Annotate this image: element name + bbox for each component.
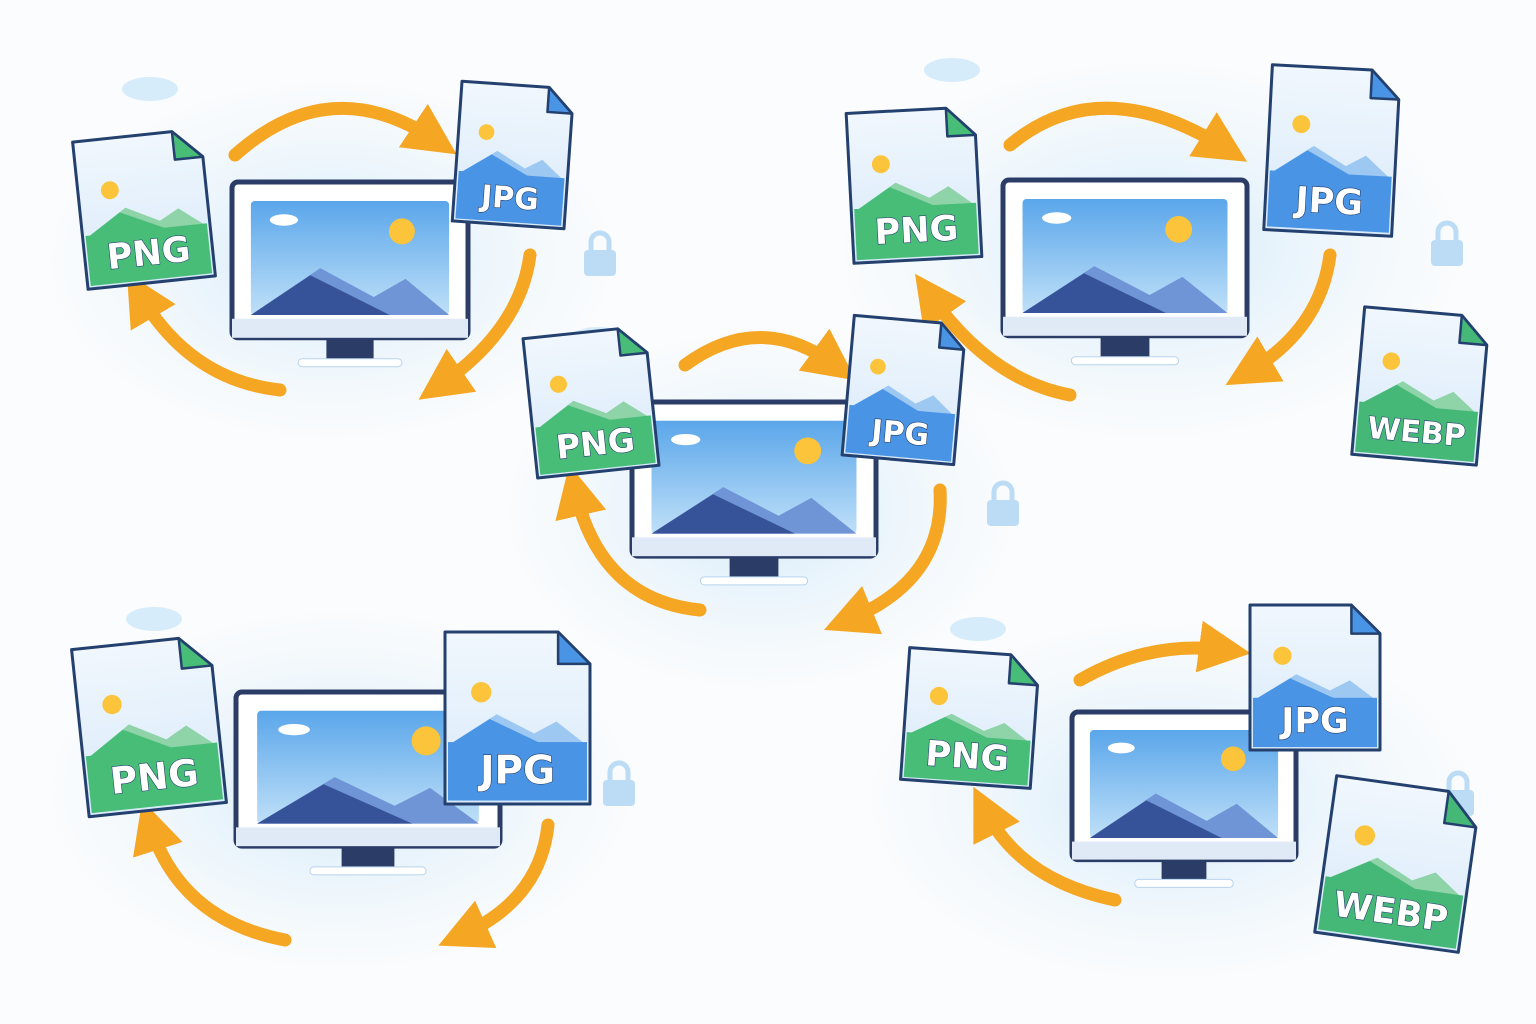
conversion-arrow-icon [823, 483, 947, 635]
conversion-arrow-icon [555, 464, 707, 617]
cloud-icon [269, 214, 299, 226]
conversion-arrow-icon [438, 818, 555, 949]
file-type-label: JPG [1293, 180, 1364, 224]
file-type-label: JPG [868, 413, 931, 453]
monitor-icon [233, 689, 503, 876]
monitor-icon [229, 179, 471, 368]
conversion-arrow-icon [678, 328, 856, 381]
cloud-icon [126, 607, 182, 631]
jpg-file-icon: JPG [840, 313, 966, 467]
cluster-center: PNG JPG [490, 313, 1030, 700]
cloud-icon [924, 58, 980, 82]
file-type-label: JPG [478, 179, 540, 218]
file-type-label: WEBP [1366, 411, 1467, 454]
png-file-icon: PNG [71, 130, 217, 291]
mountain-icon [257, 784, 413, 824]
cloud-icon [122, 77, 178, 101]
conversion-arrow-icon [228, 101, 457, 162]
mountain-icon [1253, 678, 1340, 701]
cluster-bottom-left: PNG JPG [30, 600, 650, 980]
cloud-icon [671, 433, 701, 446]
file-type-label: PNG [105, 230, 192, 279]
conversion-arrow-icon [133, 800, 292, 947]
cluster-top-left: PNG JPG [30, 70, 630, 450]
cluster-bottom-right: PNG JPG WEBP [850, 603, 1490, 990]
png-file-icon: PNG [70, 636, 228, 819]
jpg-file-icon: JPG [443, 630, 592, 806]
mountain-icon [535, 405, 617, 431]
conversion-arrow-icon [915, 273, 1077, 402]
sun-icon [1165, 215, 1193, 243]
lock-icon [1431, 220, 1463, 266]
file-type-label: PNG [874, 209, 960, 253]
mountain-icon [1269, 150, 1355, 179]
conversion-arrow-icon [418, 248, 537, 400]
file-type-label: PNG [554, 420, 637, 467]
cluster-top-right: PNG JPG WEBP [820, 50, 1489, 467]
jpg-file-icon: JPG [1262, 63, 1401, 238]
png-file-icon: PNG [521, 327, 661, 480]
conversion-arrow-icon [1003, 101, 1248, 162]
file-type-label: PNG [924, 734, 1010, 780]
mountain-icon [250, 275, 390, 315]
mountain-icon [1022, 273, 1166, 313]
cloud-icon [1107, 742, 1135, 754]
file-type-label: PNG [108, 751, 200, 803]
file-type-label: JPG [477, 748, 555, 793]
webp-file-icon: WEBP [1313, 774, 1478, 954]
monitor-icon [629, 399, 879, 586]
png-file-icon: PNG [899, 646, 1039, 790]
sun-icon [388, 218, 415, 245]
webp-file-icon: WEBP [1350, 305, 1489, 467]
cloud-icon [1042, 212, 1072, 224]
mountain-icon [448, 719, 546, 746]
sun-icon [411, 726, 441, 756]
sun-icon [1220, 746, 1246, 772]
conversion-arrow-icon [1073, 620, 1251, 687]
lock-icon [987, 480, 1019, 526]
lock-icon [584, 230, 616, 276]
mountain-icon [85, 212, 171, 239]
file-type-label: JPG [1279, 702, 1348, 742]
jpg-file-icon: JPG [450, 79, 574, 231]
png-file-icon: PNG [844, 106, 984, 265]
conversion-arrow-icon [973, 786, 1122, 907]
conversion-arrow-icon [1225, 248, 1337, 386]
lock-icon [603, 760, 635, 806]
cloud-icon [950, 617, 1006, 641]
jpg-file-icon: JPG [1248, 603, 1382, 752]
conversion-arrow-icon [126, 272, 287, 397]
mountain-icon [1089, 800, 1222, 838]
monitor-icon [1069, 709, 1299, 888]
sun-icon [794, 437, 822, 465]
cloud-icon [278, 723, 310, 736]
monitor-icon [1000, 177, 1250, 366]
mountain-icon [1325, 861, 1422, 893]
mountain-icon [651, 494, 795, 534]
